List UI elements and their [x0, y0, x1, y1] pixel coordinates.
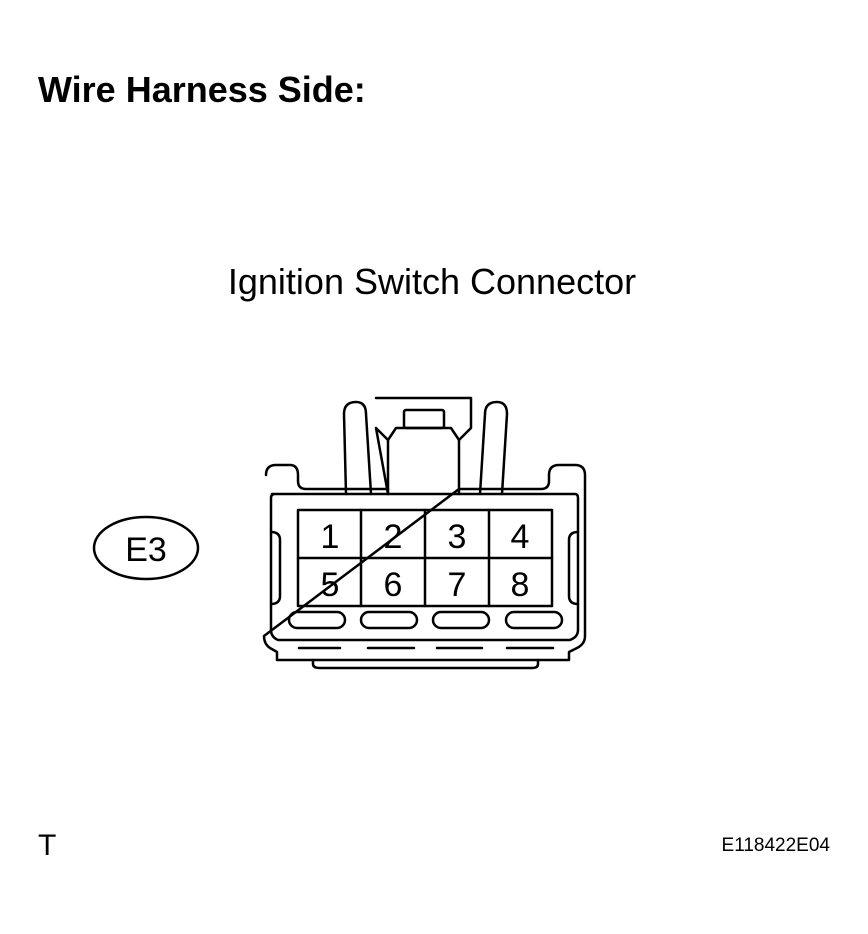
connector-code-ellipse: [92, 515, 200, 581]
corner-mark: T: [38, 829, 57, 862]
pin-number: 2: [384, 518, 403, 556]
terminal-slot: [287, 610, 347, 630]
connector-housing-inner: [269, 492, 580, 642]
figure-code: E118422E04: [721, 835, 830, 856]
pin-number: 5: [321, 566, 340, 604]
terminal-slot: [431, 610, 491, 630]
connector-title: Ignition Switch Connector: [0, 260, 868, 304]
pin-number: 8: [511, 566, 530, 604]
pin-number: 6: [384, 566, 403, 604]
connector-lock-inner: [386, 426, 461, 442]
connector-latch-right: [478, 400, 509, 496]
connector-bottom-skirt: [311, 658, 540, 670]
connector-lock-window: [402, 408, 446, 430]
connector-title-text: Ignition Switch Connector: [227, 261, 637, 302]
terminal-slot: [359, 610, 419, 630]
pin-number: 7: [448, 566, 467, 604]
connector-code-label: E3: [125, 531, 167, 569]
pin-number: 3: [448, 518, 467, 556]
connector-lock-tab: [374, 396, 473, 496]
terminal-slot: [504, 610, 564, 630]
connector-key-left: [269, 530, 282, 606]
page-heading: Wire Harness Side:: [38, 69, 366, 110]
pin-number: 4: [511, 518, 530, 556]
connector-key-right: [567, 530, 580, 606]
connector-latch-left: [342, 400, 373, 496]
pin-number: 1: [321, 518, 340, 556]
